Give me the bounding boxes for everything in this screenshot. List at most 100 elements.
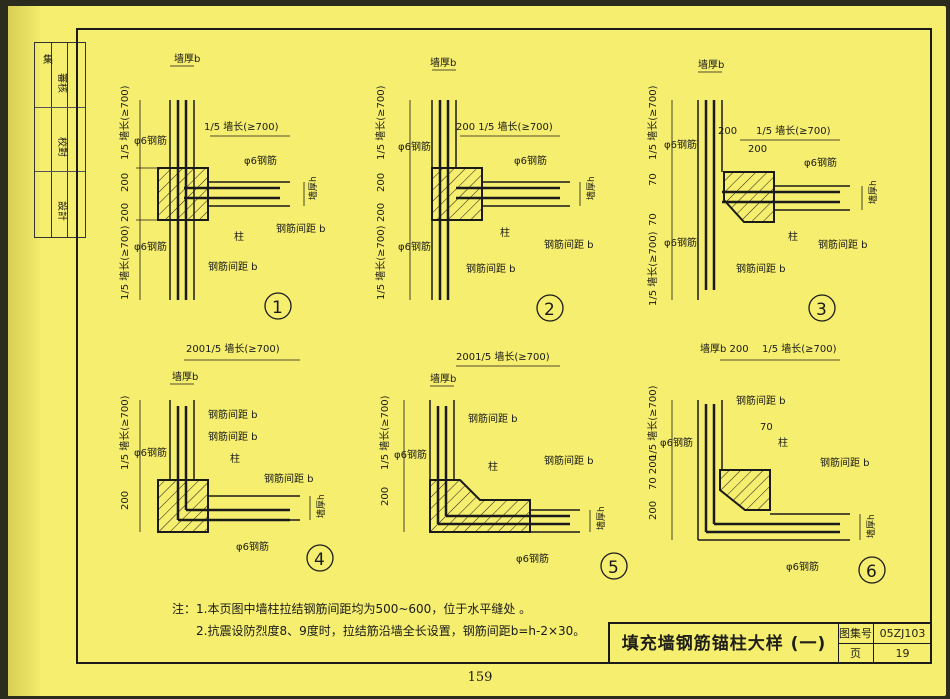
column-section <box>723 171 775 223</box>
atlas-label: 图集号 <box>838 624 874 644</box>
phi6-left: φ6钢筋 <box>134 446 167 459</box>
spacing-label-top: 钢筋间距 b <box>468 412 518 425</box>
height-label: 墙厚h <box>595 506 607 530</box>
wall-thickness-label: 墙厚b <box>172 370 198 383</box>
phi6-left: φ6钢筋 <box>394 448 427 461</box>
drawing-frame <box>76 28 932 664</box>
height-label: 墙厚h <box>307 176 319 200</box>
phi6-right: φ6钢筋 <box>514 154 547 167</box>
detail-number-6: 6 <box>866 562 877 582</box>
spacing-label-top: 钢筋间距 b <box>736 394 786 407</box>
stamp-row-1: 審核 <box>56 73 69 93</box>
fifth-length-vertical: 1/5 墙长(≥700) <box>646 85 659 160</box>
fifth-length-vertical: 1/5 墙长(≥700) <box>374 85 387 160</box>
drawing-notes: 注：1.本页图中墙柱拉结钢筋间距均为500~600，位于水平缝处 。 2.抗震设… <box>172 598 592 642</box>
detail-number-2: 2 <box>544 300 555 320</box>
page-value: 19 <box>874 644 932 664</box>
phi6-bottom: φ6钢筋 <box>236 540 269 553</box>
phi6-upper: φ6钢筋 <box>664 138 697 151</box>
column-label: 柱 <box>788 230 798 243</box>
spacing-label-bottom: 钢筋间距 b <box>466 262 516 275</box>
dim-200-lower: 200 <box>120 203 131 222</box>
atlas-value: 05ZJ103 <box>874 624 932 644</box>
column-section <box>157 479 209 533</box>
stamp-extra: 集 <box>43 53 53 66</box>
dim-70-upper: 70 <box>648 173 659 186</box>
wall-thickness-label: 墙厚b <box>174 52 200 65</box>
wall-thickness-label: 墙厚b <box>698 58 724 71</box>
detail-number-3: 3 <box>816 300 827 320</box>
spacing-label-right: 钢筋间距 b <box>544 238 594 251</box>
fifth-length-label: 1/5 墙长(≥700) <box>756 124 831 137</box>
spacing-label-right: 钢筋间距 b <box>818 238 868 251</box>
dim-200-left: 200 <box>648 501 659 520</box>
dim-70-200-left: 70 200 <box>648 455 659 490</box>
dim-70-lower: 70 <box>648 213 659 226</box>
dim-200-fifth-label: 200 1/5 墙长(≥700) <box>456 120 553 133</box>
spacing-label-right: 钢筋间距 b <box>544 454 594 467</box>
phi6-right: φ6钢筋 <box>804 156 837 169</box>
detail-number-5: 5 <box>608 558 619 578</box>
phi6-left: φ6钢筋 <box>660 436 693 449</box>
detail-number-1: 1 <box>272 298 283 318</box>
height-label: 墙厚h <box>315 494 327 518</box>
detail-1: 墙厚b 1/5 墙长(≥700) 1/5 墙长(≥700) 1/5 墙长(≥70… <box>118 52 326 320</box>
column-label: 柱 <box>778 436 788 449</box>
fifth-length-label: 1/5 墙长(≥700) <box>204 120 279 133</box>
drawing-title: 填充墙钢筋锚柱大样 (一) <box>610 624 839 664</box>
fifth-length-vertical-lower: 1/5 墙长(≥700) <box>646 231 659 306</box>
spacing-label-right: 钢筋间距 b <box>276 222 326 235</box>
fifth-length-vertical: 1/5 墙长(≥700) <box>118 395 131 470</box>
spacing-label-mid: 钢筋间距 b <box>208 430 258 443</box>
height-label: 墙厚h <box>867 180 879 204</box>
detail-5: 2001/5 墙长(≥700) 墙厚b 1/5 墙长(≥700) 200 φ6钢… <box>378 350 628 580</box>
column-label: 柱 <box>234 230 244 243</box>
detail-3: 墙厚b 200 1/5 墙长(≥700) 200 1/5 墙长(≥700) 1/… <box>646 58 879 322</box>
column-label: 柱 <box>230 452 240 465</box>
phi6-bottom: φ6钢筋 <box>786 560 819 573</box>
spacing-label-top: 钢筋间距 b <box>208 408 258 421</box>
fifth-length-vertical: 1/5 墙长(≥700) <box>646 385 659 460</box>
phi6-bottom: φ6钢筋 <box>516 552 549 565</box>
spacing-label-bottom: 钢筋间距 b <box>736 262 786 275</box>
dim-200-left: 200 <box>380 487 391 506</box>
column-section <box>429 479 531 533</box>
wall-thickness-label: 墙厚b <box>430 56 456 69</box>
title-block: 填充墙钢筋锚柱大样 (一) 图集号 05ZJ103 页 19 <box>608 622 932 664</box>
dim-200-left: 200 <box>120 491 131 510</box>
column-label: 柱 <box>488 460 498 473</box>
stamp-row-3: 設計 <box>56 201 69 221</box>
thick-200-label: 墙厚b 200 <box>700 342 749 355</box>
dim-200-upper: 200 <box>376 173 387 192</box>
book-page-number: 159 <box>467 670 493 685</box>
dim-200-inner: 200 <box>748 144 767 155</box>
drawing-sheet: 審核 校對 設計 集 <box>8 6 946 696</box>
spacing-label-right: 钢筋间距 b <box>264 472 314 485</box>
dim-70-label: 70 <box>760 422 773 433</box>
note-line-2: 2.抗震设防烈度8、9度时，拉结筋沿墙全长设置，钢筋间距b=h-2×30。 <box>196 624 586 638</box>
phi6-lower: φ6钢筋 <box>398 240 431 253</box>
fifth-length-vertical: 1/5 墙长(≥700) <box>118 85 131 160</box>
detail-2: 墙厚b 200 1/5 墙长(≥700) 1/5 墙长(≥700) 1/5 墙长… <box>374 56 597 322</box>
phi6-lower: φ6钢筋 <box>134 240 167 253</box>
spacing-label-right: 钢筋间距 b <box>820 456 870 469</box>
dim-200-fifth-label: 2001/5 墙长(≥700) <box>186 342 280 355</box>
fifth-length-vertical-lower: 1/5 墙长(≥700) <box>118 225 131 300</box>
detail-6: 墙厚b 200 1/5 墙长(≥700) 1/5 墙长(≥700) 70 200… <box>646 342 886 584</box>
dim-200-lower: 200 <box>376 203 387 222</box>
stamp-row-2: 校對 <box>56 137 69 157</box>
height-label: 墙厚h <box>865 514 877 538</box>
phi6-upper: φ6钢筋 <box>398 140 431 153</box>
phi6-right: φ6钢筋 <box>244 154 277 167</box>
spacing-label-bottom: 钢筋间距 b <box>208 260 258 273</box>
fifth-length-vertical: 1/5 墙长(≥700) <box>378 395 391 470</box>
column-label: 柱 <box>500 226 510 239</box>
phi6-lower: φ6钢筋 <box>664 236 697 249</box>
detail-4: 2001/5 墙长(≥700) 墙厚b 1/5 墙长(≥700) 200 φ6钢… <box>118 342 334 572</box>
column-section <box>157 167 209 221</box>
dim-200-upper-h: 200 <box>718 126 737 137</box>
note-line-1: 注：1.本页图中墙柱拉结钢筋间距均为500~600，位于水平缝处 。 <box>172 602 532 616</box>
phi6-upper: φ6钢筋 <box>134 134 167 147</box>
detail-number-4: 4 <box>314 550 325 570</box>
